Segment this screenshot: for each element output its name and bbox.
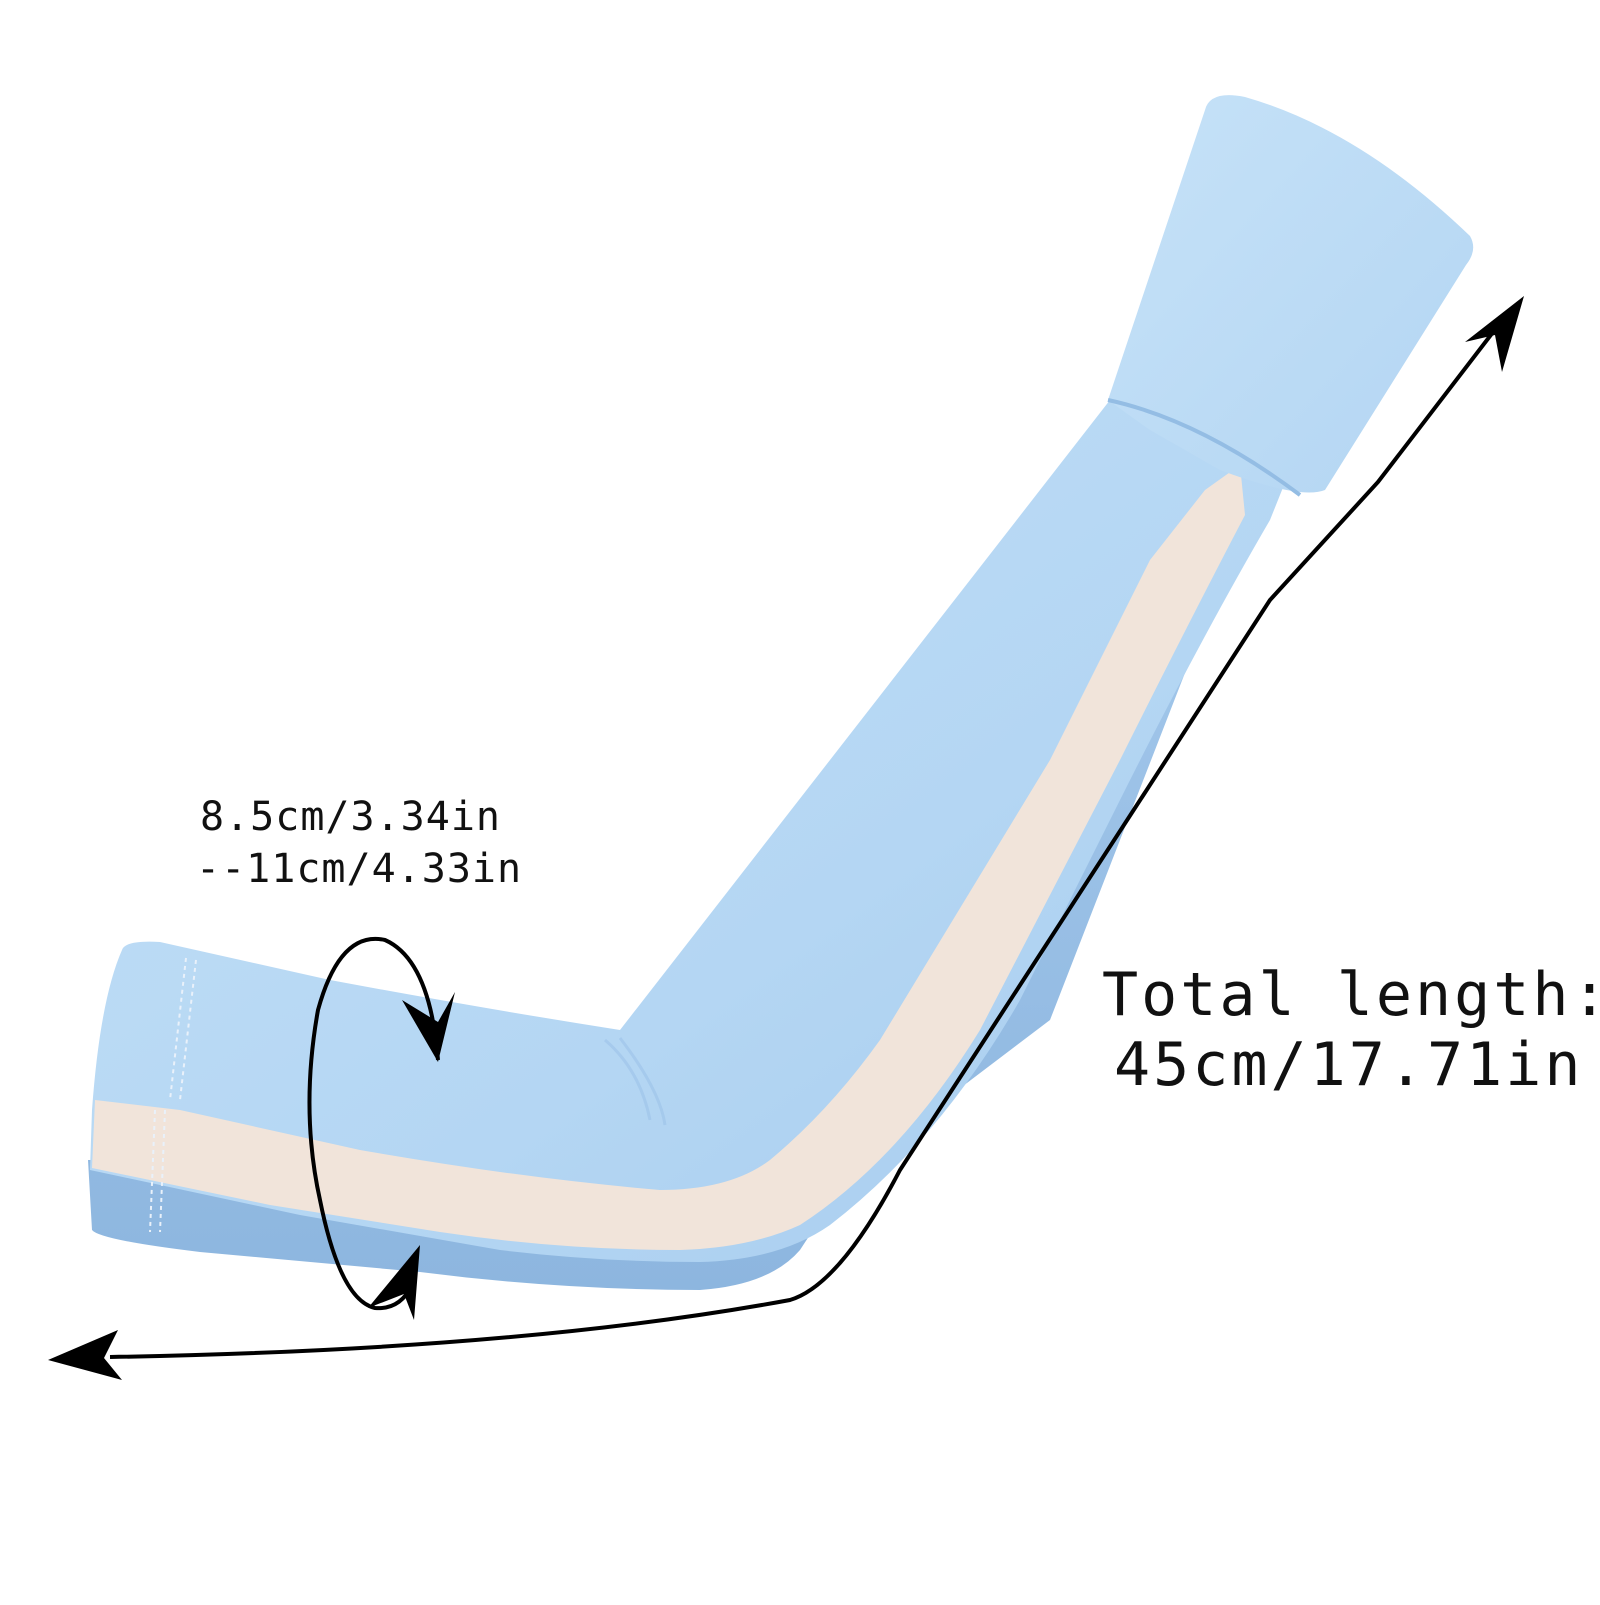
length-arrow-icon xyxy=(48,296,1524,1380)
total-length-value: 45cm/17.71in xyxy=(1114,1030,1584,1100)
sleeve-body xyxy=(90,400,1290,1262)
sleeve-top-cuff xyxy=(1108,95,1474,493)
sleeve-underside xyxy=(88,480,1260,1290)
cuff-fold-shadow xyxy=(1107,398,1302,497)
sleeve-stripe xyxy=(92,465,1245,1250)
circumference-label-min: 8.5cm/3.34in xyxy=(200,794,501,840)
circular-arrow-icon xyxy=(307,936,455,1320)
elbow-crease xyxy=(604,1037,667,1126)
total-length-title: Total length: xyxy=(1102,960,1600,1030)
circumference-label-max: --11cm/4.33in xyxy=(196,846,523,892)
